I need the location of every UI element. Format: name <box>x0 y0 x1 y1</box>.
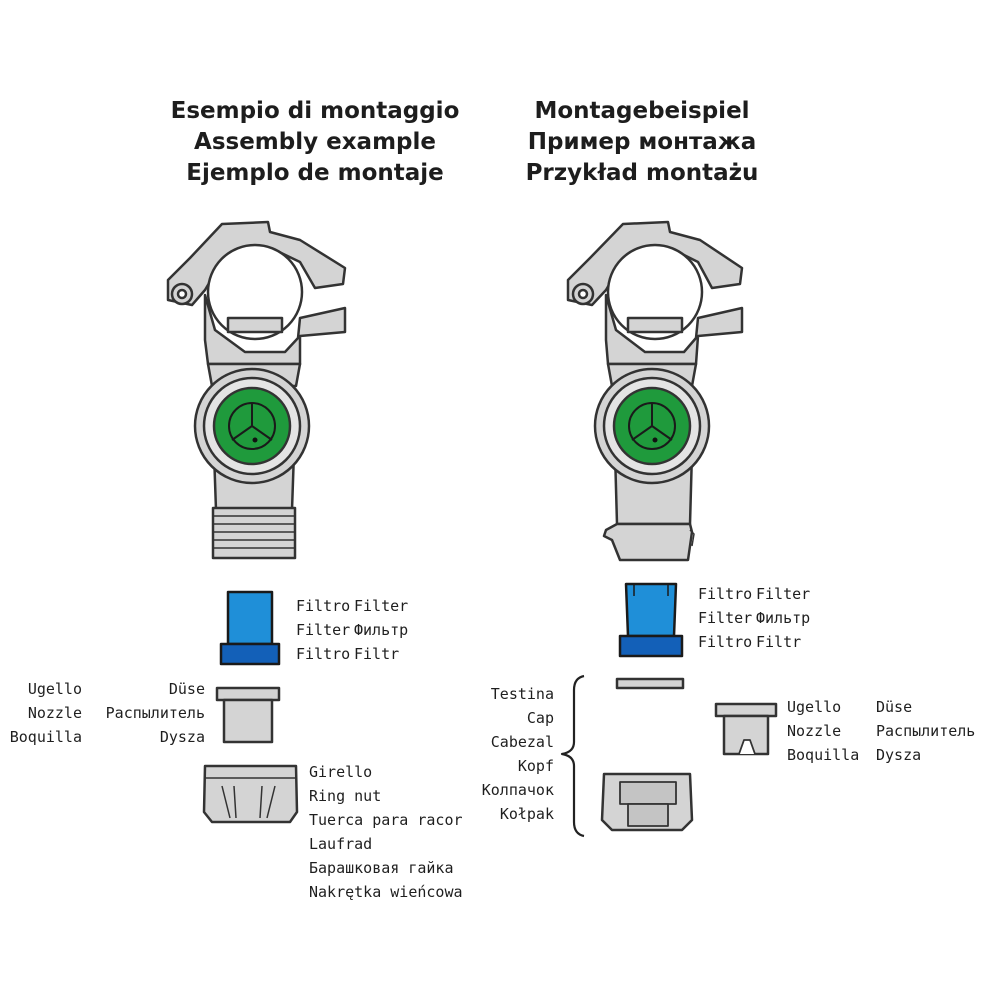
right-filter-label-pl: Filtr <box>756 633 802 651</box>
right-gasket <box>615 677 685 690</box>
right-nozzle-tip <box>714 702 778 756</box>
left-nozzle-body <box>166 220 347 560</box>
left-filter <box>219 590 281 666</box>
right-nozzle-label-es: Boquilla <box>787 746 860 764</box>
left-ringnut-label: Girello Ring nut Tuerca para racor Laufr… <box>309 760 463 904</box>
left-nozzle-tip <box>215 686 281 744</box>
left-nozzle-label-de: Düse <box>168 680 205 698</box>
right-filter-label-it: Filtro <box>698 585 753 603</box>
left-filter-label-de: Filter <box>354 597 409 615</box>
right-nozzle-label-col1: Ugello Nozzle Boquilla <box>787 695 859 767</box>
right-filter-label-col1: Filtro Filter Filtro <box>698 582 752 654</box>
left-filter-label-es: Filtro <box>296 645 351 663</box>
left-filter-label-ru: Фильтр <box>354 621 409 639</box>
left-filter-label-en: Filter <box>296 621 351 639</box>
right-filter-label-ru: Фильтр <box>756 609 811 627</box>
left-nozzle-label-col2: Düse Распылитель Dysza <box>106 677 205 749</box>
left-ringnut-label-de: Laufrad <box>309 835 373 853</box>
right-nozzle-label-pl: Dysza <box>876 746 922 764</box>
left-ring-nut <box>202 764 299 824</box>
title-left-line-2: Assembly example <box>194 129 436 155</box>
cap-group-brace <box>560 674 585 838</box>
right-cap-label-en: Cap <box>526 709 554 727</box>
left-filter-label-it: Filtro <box>296 597 351 615</box>
right-filter-label-col2: Filter Фильтр Filtr <box>756 582 810 654</box>
right-cap-label: Testina Cap Cabezal Kopf Колпачок Kołpak <box>482 682 554 826</box>
right-cap-label-de: Kopf <box>517 757 554 775</box>
right-cap-label-it: Testina <box>490 685 554 703</box>
title-right: Montagebeispiel Пример монтажа Przykład … <box>487 96 797 189</box>
left-ringnut-label-es: Tuerca para racor <box>309 811 463 829</box>
left-nozzle-label-en: Nozzle <box>27 704 82 722</box>
right-filter-label-de: Filter <box>756 585 811 603</box>
left-filter-label-pl: Filtr <box>354 645 400 663</box>
title-right-line-1: Montagebeispiel <box>534 98 750 124</box>
title-left-line-1: Esempio di montaggio <box>170 98 460 124</box>
right-cap-label-es: Cabezal <box>490 733 554 751</box>
left-nozzle-label-ru: Распылитель <box>105 704 205 722</box>
right-cap-label-pl: Kołpak <box>499 805 554 823</box>
right-nozzle-label-col2: Düse Распылитель Dysza <box>876 695 975 767</box>
title-right-line-2: Пример монтажа <box>527 129 757 155</box>
right-cap <box>600 772 694 832</box>
right-cap-label-ru: Колпачок <box>481 781 554 799</box>
left-ringnut-label-ru: Барашковая гайка <box>309 859 454 877</box>
right-nozzle-label-en: Nozzle <box>787 722 842 740</box>
right-nozzle-body <box>566 220 744 562</box>
title-right-line-3: Przykład montażu <box>525 160 759 186</box>
left-ringnut-label-it: Girello <box>309 763 373 781</box>
right-filter <box>618 582 684 658</box>
left-nozzle-label-pl: Dysza <box>159 728 205 746</box>
right-nozzle-label-ru: Распылитель <box>876 722 976 740</box>
left-filter-label-col2: Filter Фильтр Filtr <box>354 594 408 666</box>
right-nozzle-label-it: Ugello <box>787 698 842 716</box>
left-nozzle-label-col1: Ugello Nozzle Boquilla <box>10 677 82 749</box>
right-filter-label-en: Filter <box>698 609 753 627</box>
left-filter-label-col1: Filtro Filter Filtro <box>296 594 350 666</box>
title-left: Esempio di montaggio Assembly example Ej… <box>160 96 470 189</box>
left-nozzle-label-it: Ugello <box>27 680 82 698</box>
title-left-line-3: Ejemplo de montaje <box>186 160 444 186</box>
right-filter-label-es: Filtro <box>698 633 753 651</box>
left-nozzle-label-es: Boquilla <box>9 728 82 746</box>
right-nozzle-label-de: Düse <box>876 698 913 716</box>
left-ringnut-label-en: Ring nut <box>309 787 382 805</box>
left-ringnut-label-pl: Nakrętka wieńcowa <box>309 883 463 901</box>
